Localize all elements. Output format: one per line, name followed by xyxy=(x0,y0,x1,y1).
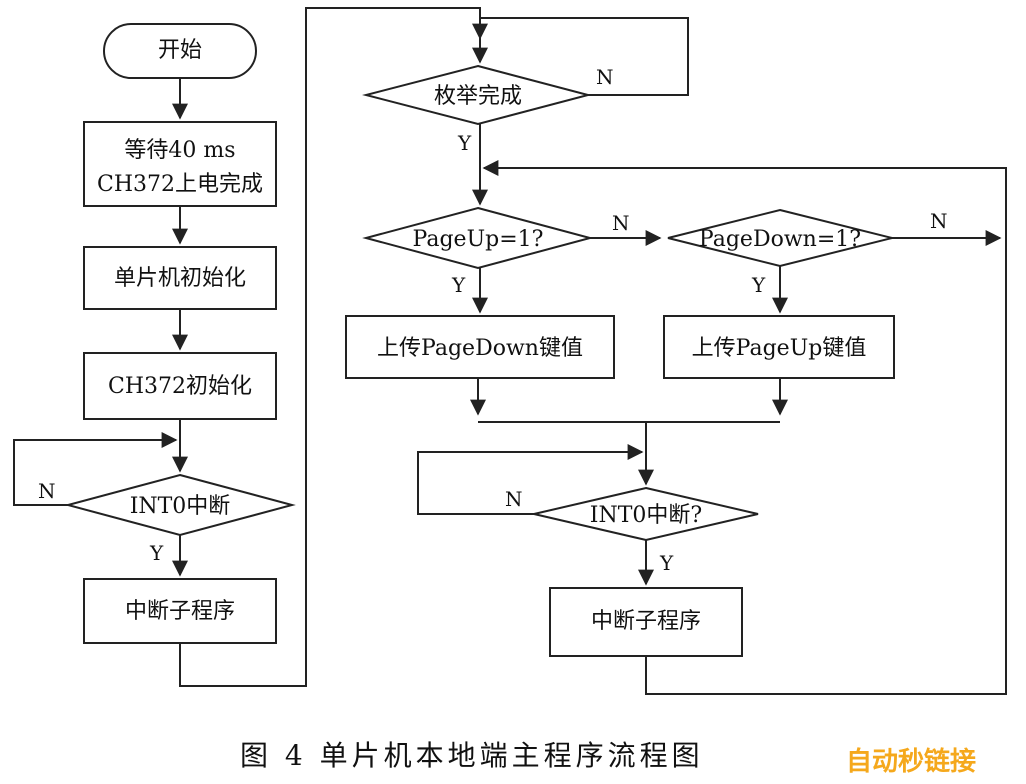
start-label: 开始 xyxy=(158,38,202,63)
enum-done-decision xyxy=(362,64,592,126)
mcu-init-label: 单片机初始化 xyxy=(114,266,246,291)
enum-no-label: N xyxy=(596,65,614,89)
isr-left-label: 中断子程序 xyxy=(125,599,235,624)
wait-label-line2: CH372上电完成 xyxy=(97,172,263,197)
pageup-no-label: N xyxy=(612,211,630,235)
upload-pageup-label: 上传PageUp键值 xyxy=(692,336,867,361)
enum-yes-label: Y xyxy=(457,131,472,155)
pagedown-yes-label: Y xyxy=(751,273,766,297)
wait-label-line1: 等待40 ms xyxy=(124,138,235,163)
upload-pagedown-label: 上传PageDown键值 xyxy=(377,336,583,361)
int0-right-yes-label: Y xyxy=(659,551,674,575)
upload-pageup-box xyxy=(663,315,895,379)
int0-left-no-label: N xyxy=(38,479,56,503)
isr-right-label: 中断子程序 xyxy=(591,609,701,634)
int0-right-no-loop xyxy=(417,444,644,515)
connector-left-to-right xyxy=(179,7,488,687)
int0-left-no-loop xyxy=(13,432,178,506)
wait-process-box xyxy=(83,121,277,207)
upload-pagedown-box xyxy=(345,315,615,379)
enum-no-loop xyxy=(480,17,689,96)
pageup-decision xyxy=(362,206,594,270)
int0-left-label: INT0中断 xyxy=(130,494,231,519)
figure-caption: 图 4 单片机本地端主程序流程图 xyxy=(240,739,704,772)
isr-right-box xyxy=(549,587,743,657)
enum-done-label: 枚举完成 xyxy=(434,84,522,109)
int0-right-label: INT0中断? xyxy=(590,503,702,528)
return-loop xyxy=(482,160,1007,695)
pagedown-no-label: N xyxy=(930,209,948,233)
ch372-init-label: CH372初始化 xyxy=(108,374,252,399)
pagedown-label: PageDown=1? xyxy=(699,227,861,252)
int0-right-no-label: N xyxy=(505,487,523,511)
pageup-yes-label: Y xyxy=(451,273,466,297)
int0-left-yes-label: Y xyxy=(149,541,164,565)
ch372-init-box xyxy=(83,352,277,420)
pageup-label: PageUp=1? xyxy=(413,227,544,252)
watermark-logo: 自动秒链接 xyxy=(846,746,976,777)
